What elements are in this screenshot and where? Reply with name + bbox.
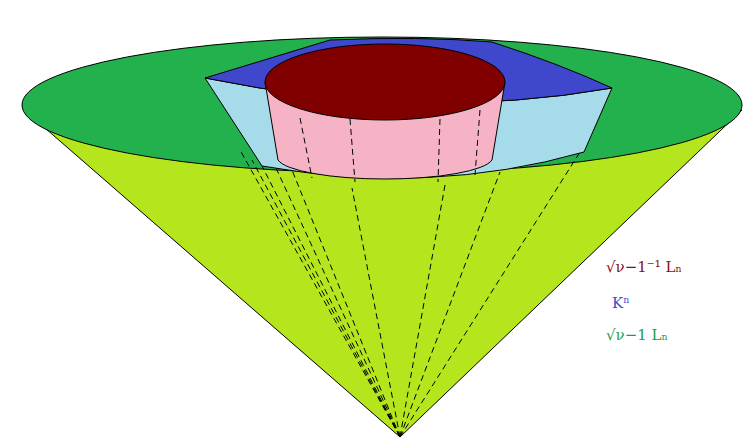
- inner-top: [265, 44, 505, 120]
- inner-rays: [300, 110, 480, 182]
- region-label: Kⁿ: [612, 294, 630, 312]
- region-label: √ν−1 Lₙ: [606, 326, 668, 344]
- region-label: √ν−1⁻¹ Lₙ: [606, 258, 682, 276]
- apex-rays: [240, 150, 580, 437]
